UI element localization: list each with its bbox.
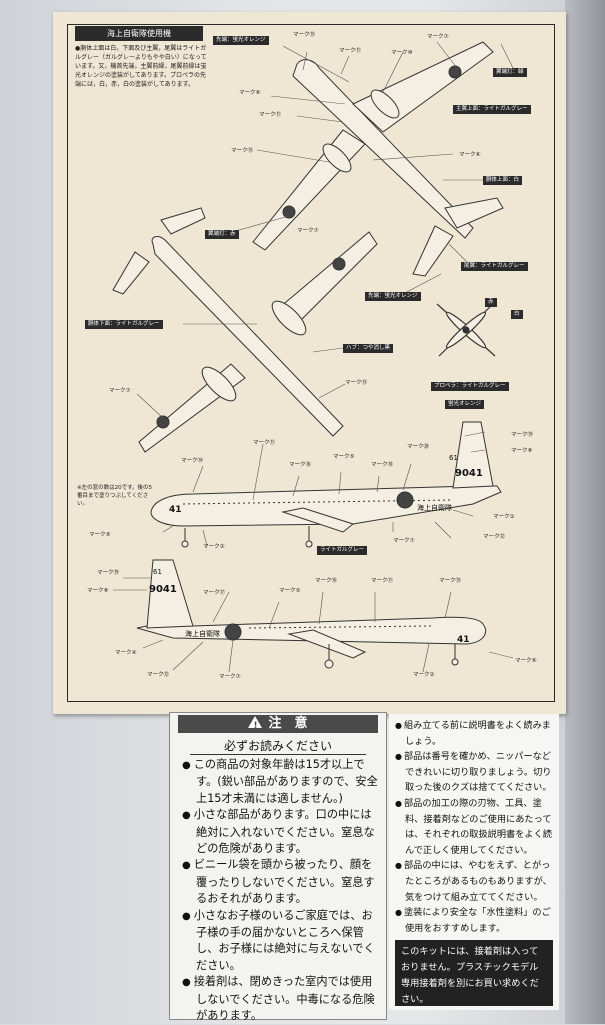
mark-19-a: マーク⑲: [511, 432, 534, 438]
mark-1: マーク①: [493, 514, 515, 520]
tag-wing-top: 主翼上面：ライトガルグレー: [453, 105, 531, 114]
mark-7-top: マーク⑦: [427, 34, 449, 40]
mark-11-b: マーク⑪: [259, 112, 282, 118]
mark-7-e: マーク⑦: [219, 674, 241, 680]
tag-edge-orange: 先端：蛍光オレンジ: [365, 292, 421, 301]
tag-light-gull: ライトガルグレー: [317, 546, 368, 555]
nose-number-right: 41: [169, 505, 182, 515]
mark-6-a: マーク⑥: [239, 90, 261, 96]
caution-box: 注 意 必ずお読みください この商品の対象年齢は15才以上です。(鋭い部品があり…: [169, 712, 387, 1022]
tag-fuselage-bottom: 胴体下面：ライトガルグレー: [85, 320, 163, 329]
mark-11-d: マーク⑪: [371, 578, 394, 584]
caution-title: 注 意: [178, 715, 378, 735]
caution-item: 小さな部品があります。口の中には絶対に入れないでください。窒息などの危険がありま…: [182, 807, 380, 857]
mark-8-b: マーク⑧: [87, 588, 109, 594]
tag-nose-orange: 先端：蛍光オレンジ: [213, 36, 269, 45]
mark-9-b: マーク⑨: [515, 658, 537, 664]
caution-title-text: 注 意: [268, 716, 308, 731]
mark-13-a: マーク⑬: [231, 148, 254, 154]
info-item: 塗装により安全な「水性塗料」のご使用をおすすめします。: [395, 905, 553, 936]
box-side-edge: [565, 0, 605, 1024]
mark-11-c: マーク⑪: [253, 440, 276, 446]
mark-7-c: マーク⑦: [109, 388, 131, 394]
mark-16-b: マーク⑯: [315, 578, 338, 584]
tail-code-left: 61: [153, 568, 162, 576]
tag-propeller: プロペラ：ライトガルグレー: [431, 382, 509, 391]
serial-left: 9041: [149, 584, 177, 595]
info-item: 部品は番号を確かめ、ニッパーなどできれいに切り取りましょう。切り取った後のクズは…: [395, 749, 553, 796]
tag-tail: 尾翼：ライトガルグレー: [461, 262, 528, 271]
serial-right: 9041: [455, 468, 483, 479]
mark-17: マーク⑰: [203, 590, 226, 596]
mark-10-top: マーク⑩: [391, 50, 413, 56]
window-note: ※左の窓の数は20です。後の5番目まで塗りつぶしてください。: [77, 485, 153, 507]
caution-item: 小さなお子様のいるご家庭では、お子様の手の届かないところへ保管し、お子様には絶対…: [182, 908, 380, 975]
tag-wingtip-green: 翼端灯：緑: [493, 68, 527, 77]
tag-fluorescent: 蛍光オレンジ: [445, 400, 485, 409]
mark-8-a: マーク⑧: [511, 448, 533, 454]
caution-item: この商品の対象年齢は15才以上です。(鋭い部品がありますので、安全上15才未満に…: [182, 757, 380, 807]
mark-11-top: マーク⑪: [339, 48, 362, 54]
sheet-header: 海上自衛隊使用機: [75, 26, 203, 41]
mark-14-a: マーク⑭: [181, 458, 204, 464]
info-item: 組み立てる前に説明書をよく読みましょう。: [395, 718, 553, 749]
nose-number-left: 41: [457, 635, 470, 645]
instruction-sheet: 海上自衛隊使用機 ●胴体上面は白，下面及び主翼，尾翼はライトガルグレー（ガルグレ…: [53, 12, 566, 714]
mark-2: マーク②: [413, 672, 435, 678]
mark-4: マーク④: [115, 650, 137, 656]
info-item: 部品の加工の際の刃物、工具、塗料、接着剤などのご使用にあたっては、それぞれの取扱…: [395, 796, 553, 858]
tag-hub: ハブ：つや消し黒: [343, 344, 394, 353]
mark-5-a: マーク⑤: [333, 454, 355, 460]
tag-fuselage-top: 胴体上面：白: [483, 176, 523, 185]
adhesive-note: このキットには、接着剤は入っておりません。プラスチックモデル専用接着剤を別にお買…: [395, 940, 553, 1006]
mark-6-b: マーク⑥: [459, 152, 481, 158]
bottom-view-aircraft: [112, 207, 378, 453]
fuselage-text-left: 海上自衛隊: [185, 629, 220, 638]
sheet-frame: [67, 24, 555, 702]
mark-5-b: マーク⑤: [279, 588, 301, 594]
tag-prop-red: 赤: [485, 298, 497, 307]
mark-18-a: マーク⑱: [371, 462, 394, 468]
aircraft-drawings: 61 9041 41 海上自衛隊 61 9041 41 海上自衛隊: [112, 41, 514, 673]
mark-16-a: マーク⑯: [289, 462, 312, 468]
side-view-aircraft-left: [136, 559, 487, 669]
mark-19-b: マーク⑲: [97, 570, 120, 576]
mark-15-b: マーク⑮: [439, 578, 462, 584]
mark-12-a: マーク⑫: [483, 534, 506, 540]
mark-3-a: マーク③: [203, 544, 225, 550]
mark-20: マーク⑳: [407, 444, 430, 450]
mark-13-b: マーク⑬: [345, 380, 368, 386]
top-view-aircraft: [252, 41, 504, 277]
mark-12-b: マーク⑫: [147, 672, 170, 678]
leader-lines: [113, 41, 514, 673]
tail-code-right: 61: [449, 454, 458, 462]
caution-item: 接着剤は、閉めきった室内では使用しないでください。中毒になる危険があります。: [182, 974, 380, 1024]
fuselage-text-right: 海上自衛隊: [417, 503, 452, 512]
warning-icon: [248, 716, 263, 735]
color-note: ●胴体上面は白，下面及び主翼，尾翼はライトガルグレー（ガルグレーよりもやや白い）…: [75, 45, 207, 88]
info-item: 部品の中には、やむをえず、とがったところがあるものもありますが、気をつけて組み立…: [395, 858, 553, 905]
mark-7-d: マーク⑦: [393, 538, 415, 544]
tag-prop-white: 白: [511, 310, 523, 319]
caution-subtitle: 必ずお読みください: [190, 737, 366, 755]
info-list: 組み立てる前に説明書をよく読みましょう。 部品は番号を確かめ、ニッパーなどできれ…: [389, 714, 559, 936]
caution-list: この商品の対象年齢は15才以上です。(鋭い部品がありますので、安全上15才未満に…: [182, 757, 380, 1025]
side-view-aircraft-right: [150, 421, 502, 548]
mark-9-a: マーク⑨: [89, 532, 111, 538]
tag-wingtip-red: 翼端灯：赤: [205, 230, 239, 239]
mark-15-top: マーク⑮: [293, 32, 316, 38]
mark-7-b: マーク⑦: [297, 228, 319, 234]
caution-item: ビニール袋を頭から被ったり、顔を覆ったりしないでください。窒息するおそれがありま…: [182, 857, 380, 907]
assembly-info-box: 組み立てる前に説明書をよく読みましょう。 部品は番号を確かめ、ニッパーなどできれ…: [389, 714, 559, 1010]
propeller-diagram: [436, 303, 496, 357]
